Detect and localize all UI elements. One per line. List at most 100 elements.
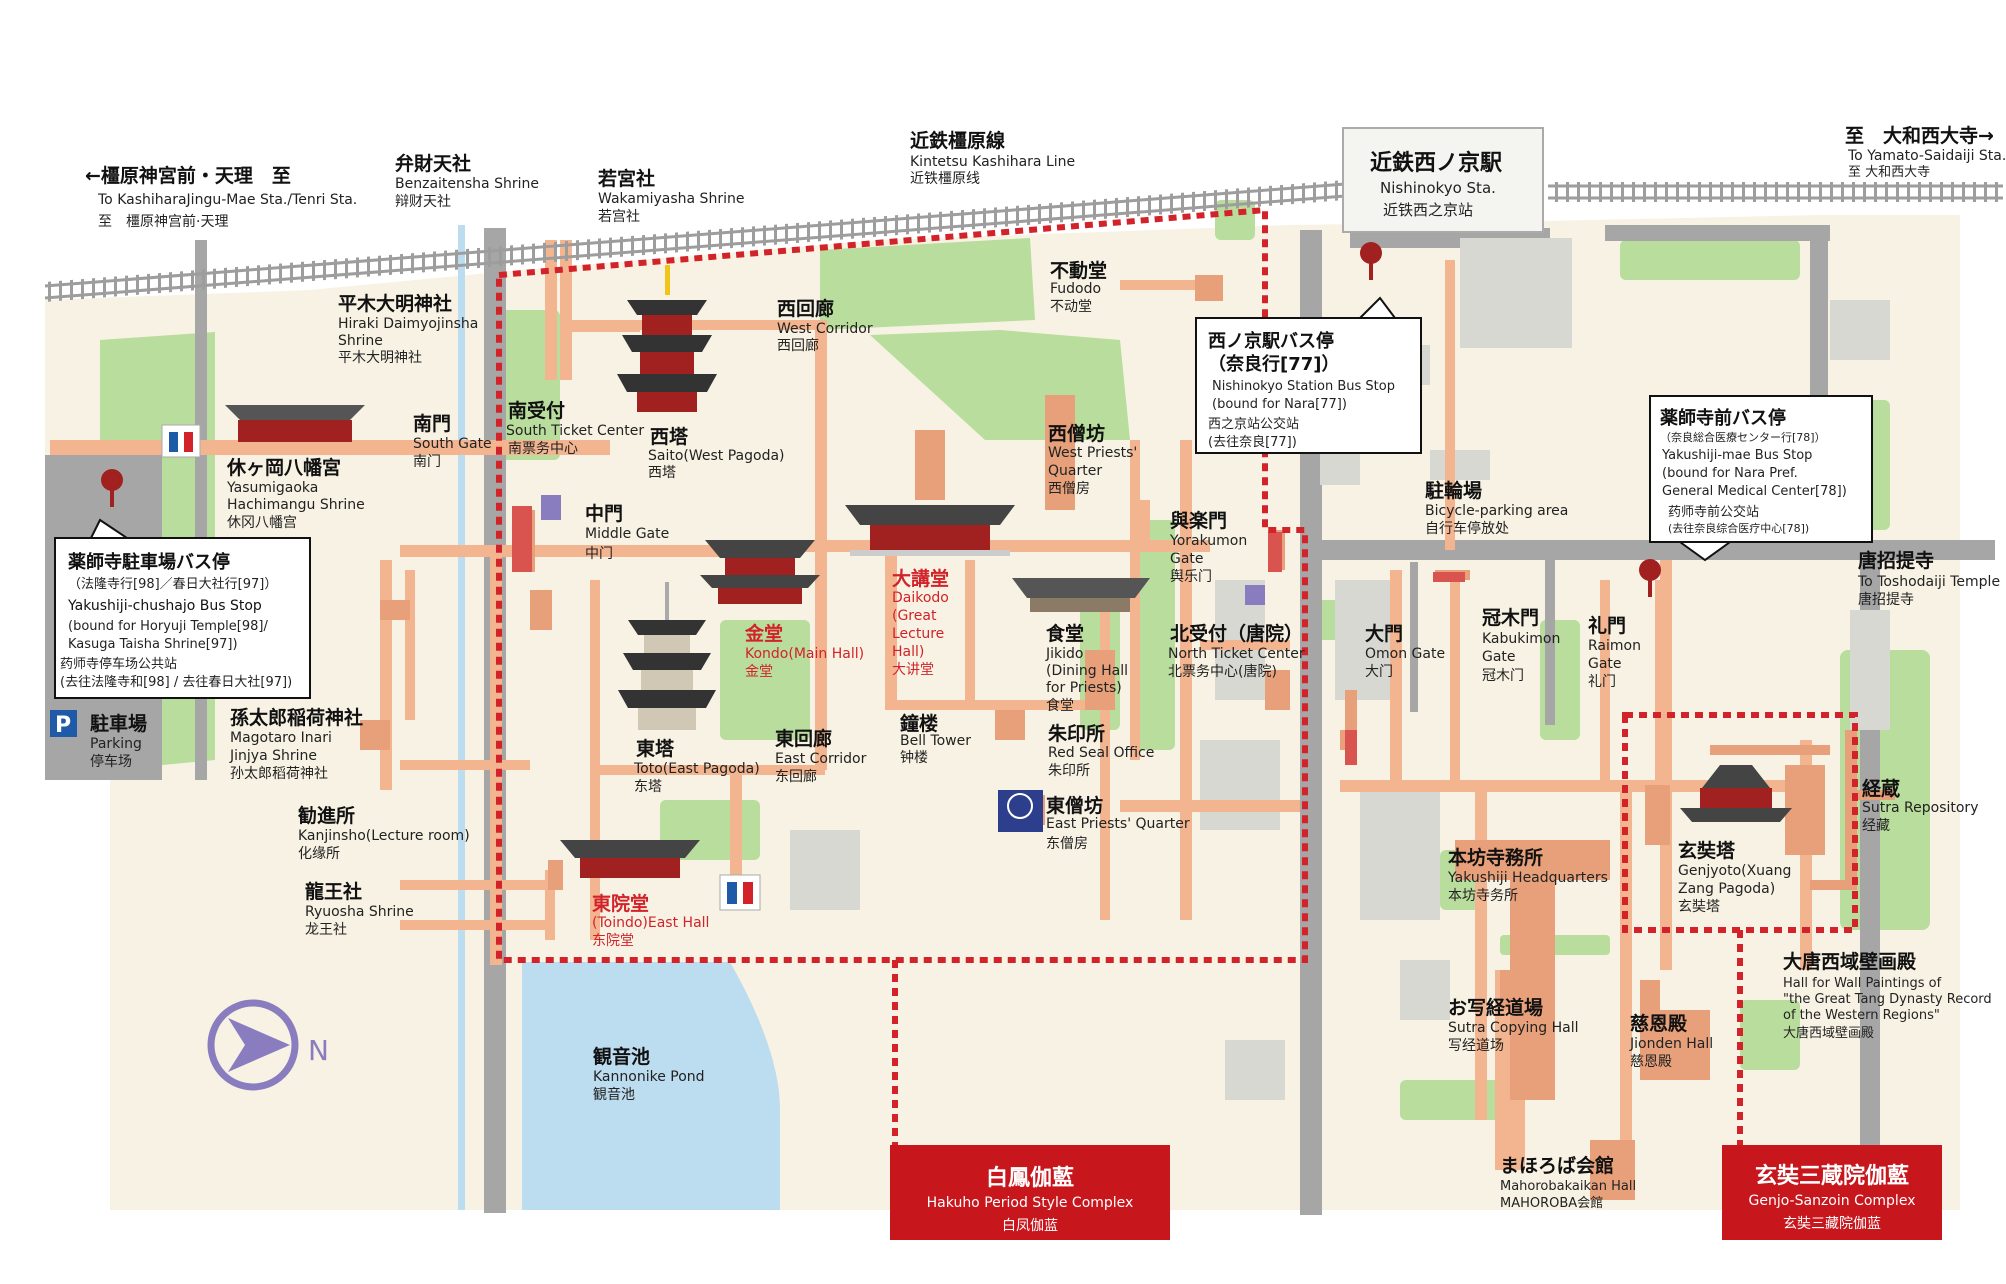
saikairo-en: West Corridor (777, 321, 873, 337)
station-name-ja: 近鉄西ノ京駅 (1370, 150, 1502, 176)
genjo-complex-ja: 玄奘三蔵院伽藍 (1755, 1163, 1909, 1189)
bus-stop-nishinokyo-ja: 西ノ京駅バス停 (1208, 330, 1334, 352)
kabukimon-gate (1433, 572, 1465, 582)
saikairo-ja: 西回廊 (777, 297, 834, 320)
raimon-en2: Gate (1588, 656, 1622, 672)
bus-stop-chushajo-en1: Yakushiji-chushajo Bus Stop (67, 598, 262, 614)
churinjo-zh: 自行车停放处 (1425, 520, 1509, 537)
parking-ja: 駐車場 (90, 712, 147, 735)
fudodo-zh: 不动堂 (1050, 299, 1092, 315)
station-name-en: Nishinokyo Sta. (1380, 179, 1496, 197)
bus-stop-yakushijimae-en2: (bound for Nara Pref. (1662, 466, 1798, 481)
bus-stop-pin-icon (1639, 559, 1661, 597)
right-direction-ja: 至 大和西大寺→ (1845, 124, 1994, 147)
toindo-en: (Toindo)East Hall (592, 915, 709, 931)
bus-stop-chushajo-sub: （法隆寺行[98]／春日大社行[97]） (68, 576, 277, 592)
fudodo-en: Fudodo (1050, 281, 1101, 297)
yorakumon-gate (1268, 532, 1282, 572)
kabukimon-en2: Gate (1482, 649, 1516, 665)
daimon-zh: 大门 (1365, 664, 1393, 680)
hiraki-ja: 平木大明神社 (338, 292, 452, 315)
yorakumon-zh: 舆乐门 (1170, 569, 1212, 585)
bus-stop-nishinokyo-en2: (bound for Nara[77]) (1212, 397, 1347, 412)
nanmon-en: South Gate (413, 436, 492, 452)
hekigaden-en3: of the Western Regions" (1783, 1008, 1940, 1023)
magotaro-en2: Jinjya Shrine (229, 748, 317, 764)
left-direction-zh: 至 橿原神宫前·天理 (98, 213, 228, 230)
kannonike-en: Kannonike Pond (593, 1069, 705, 1085)
saito-zh: 西塔 (648, 465, 676, 481)
toindo-zh: 东院堂 (592, 933, 634, 949)
hekigaden-en2: "the Great Tang Dynasty Record (1783, 992, 1992, 1007)
chumon-ja: 中門 (585, 502, 623, 525)
railway (44, 180, 2003, 302)
bus-stop-chushajo-zh2: (去往法隆寺和[98] / 去往春日大社[97]) (60, 674, 292, 690)
tokairo-ja: 東回廊 (775, 727, 832, 750)
honbo-en: Yakushiji Headquarters (1447, 870, 1608, 886)
toindo-ja: 東院堂 (592, 892, 649, 915)
wakamiya-en: Wakamiyasha Shrine (598, 191, 744, 207)
logo-seal-icon (998, 790, 1043, 832)
nanmon-ja: 南門 (413, 413, 451, 435)
shakyo-en: Sutra Copying Hall (1448, 1020, 1579, 1036)
kannonike-ja: 観音池 (593, 1045, 650, 1068)
wakamiya-zh: 若宫社 (598, 209, 640, 225)
bus-stop-chushajo-ja: 薬師寺駐車場バス停 (68, 551, 230, 573)
restroom-icon (719, 874, 761, 911)
left-direction-en: To KashiharaJingu-Mae Sta./Tenri Sta. (97, 192, 357, 208)
station-name-zh: 近铁西之京站 (1383, 201, 1473, 219)
hekigaden-ja: 大唐西域壁画殿 (1783, 950, 1917, 973)
water-channel (458, 225, 465, 1210)
genjoto-en2: Zang Pagoda) (1678, 881, 1775, 897)
yasumigaoka-en1: Yasumigaoka (226, 480, 318, 496)
saisobo-en2: Quarter (1048, 463, 1102, 479)
kanjinsho-zh: 化缘所 (298, 846, 340, 862)
bus-stop-chushajo-zh1: 药师寺停车场公共站 (60, 656, 177, 672)
shoro-en: Bell Tower (900, 733, 971, 749)
hiraki-zh: 平木大明神社 (338, 350, 422, 366)
magotaro-en1: Magotaro Inari (230, 730, 332, 746)
jikido-en2: (Dining Hall (1046, 663, 1128, 679)
station-box (1342, 127, 1544, 233)
bus-stop-nishinokyo-zh1: 西之京站公交站 (1208, 416, 1299, 432)
hakuho-complex-button[interactable]: 白鳳伽藍 Hakuho Period Style Complex 白凤伽蓝 (890, 1145, 1170, 1240)
hall-icon (845, 505, 1015, 556)
churinjo-ja: 駐輪場 (1425, 479, 1482, 502)
saisobo-zh: 西僧房 (1048, 481, 1090, 497)
genjo-complex-en: Genjo-Sanzoin Complex (1749, 1193, 1916, 1209)
right-direction-zh: 至 大和西大寺 (1848, 165, 1930, 180)
ryuoh-en: Ryuosha Shrine (305, 904, 414, 920)
minami-uketsuke-ja: 南受付 (508, 399, 565, 422)
mahoroba-zh: MAHOROBA会館 (1500, 1196, 1603, 1211)
yasumigaoka-ja: 休ヶ岡八幡宮 (226, 456, 341, 479)
bus-stop-yakushijimae-ja: 薬師寺前バス停 (1660, 407, 1786, 429)
restroom-icon (161, 424, 201, 458)
kyozo-en: Sutra Repository (1862, 800, 1978, 816)
shakyo-ja: お写経道場 (1448, 996, 1543, 1019)
bus-stop-pin-icon (1360, 242, 1382, 280)
kintetsu-line-zh: 近铁橿原线 (910, 171, 980, 187)
toshodaiji-en: To Toshodaiji Temple (1857, 574, 2000, 590)
bus-stop-chushajo-box: 薬師寺駐車場バス停 （法隆寺行[98]／春日大社行[97]） Yakushiji… (54, 518, 311, 699)
daikodo-en3: Lecture (892, 626, 944, 642)
daimon-ja: 大門 (1365, 622, 1403, 645)
parking-zh: 停车场 (90, 753, 132, 770)
daikodo-en4: Hall) (892, 644, 924, 660)
genjo-complex-button[interactable]: 玄奘三蔵院伽藍 Genjo-Sanzoin Complex 玄奘三藏院伽蓝 (1722, 1145, 1942, 1240)
saito-en: Saito(West Pagoda) (648, 448, 785, 464)
toshodaiji-zh: 唐招提寺 (1858, 591, 1914, 608)
kita-uketsuke-ja: 北受付（唐院） (1170, 622, 1303, 645)
compass-label: N (308, 1034, 329, 1067)
honbo-ja: 本坊寺務所 (1448, 846, 1543, 869)
magotaro-ja: 孫太郎稲荷神社 (230, 706, 363, 729)
bus-stop-yakushijimae-sub: （奈良総合医療センター行[78]） (1660, 430, 1826, 444)
hall-icon (1680, 765, 1792, 822)
right-direction-en: To Yamato-Saidaiji Sta. (1847, 148, 2006, 164)
bus-stop-nishinokyo-sub: （奈良行[77]） (1208, 353, 1340, 375)
ryuoh-ja: 龍王社 (305, 880, 362, 903)
hall-icon (700, 540, 820, 604)
toto-zh: 东塔 (634, 779, 662, 795)
shuinsho-en: Red Seal Office (1048, 745, 1154, 761)
jiondo-ja: 慈恩殿 (1630, 1012, 1688, 1035)
magotaro-zh: 孙太郎稻荷神社 (230, 766, 328, 782)
